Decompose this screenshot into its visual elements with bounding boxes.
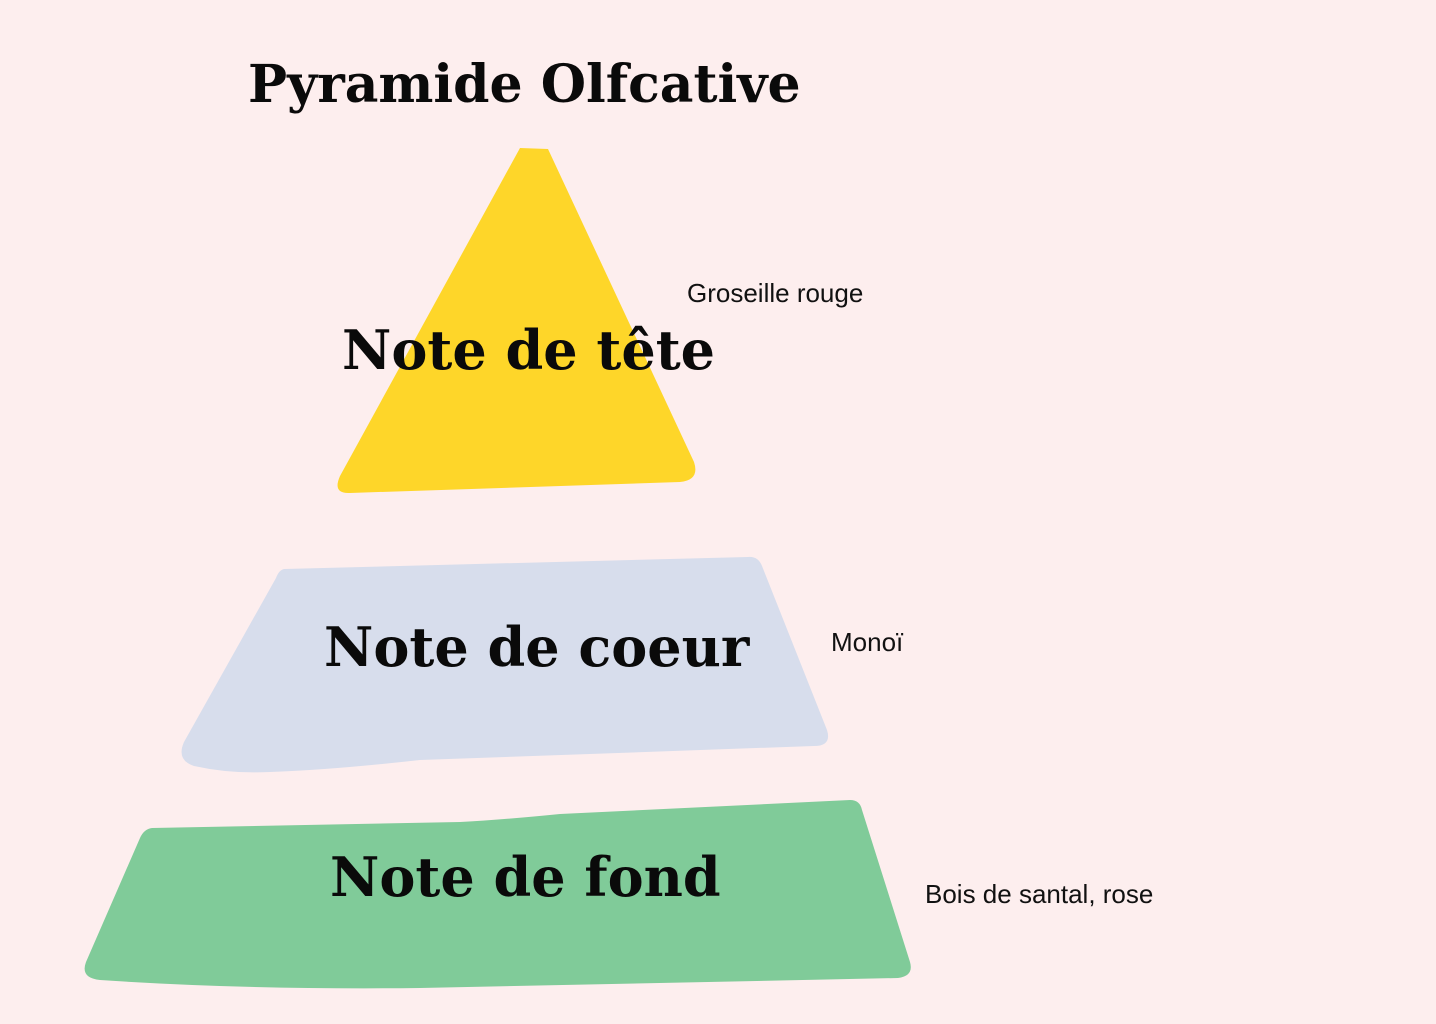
heart-note-label: Note de coeur: [324, 615, 750, 679]
top-note-label: Note de tête: [342, 318, 715, 382]
heart-note-ingredients: Monoï: [831, 627, 904, 657]
base-note-ingredients: Bois de santal, rose: [925, 879, 1154, 909]
top-note-triangle: [337, 148, 696, 494]
base-note-label: Note de fond: [330, 845, 721, 909]
heart-note-trapezoid: [181, 556, 829, 773]
base-note-trapezoid: [84, 800, 911, 989]
page-title: Pyramide Olfcative: [248, 54, 801, 115]
top-note-ingredients: Groseille rouge: [687, 278, 864, 308]
